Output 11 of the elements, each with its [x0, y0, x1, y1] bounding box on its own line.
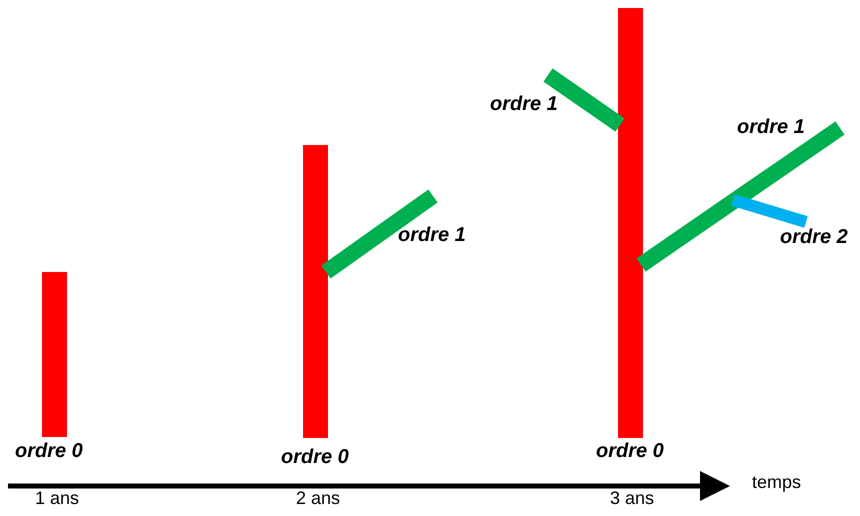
branch-order-label: ordre 1	[737, 116, 805, 138]
time-tick-label: 3 ans	[610, 489, 654, 509]
branch-order-label: ordre 0	[281, 446, 349, 468]
branch-order-label: ordre 1	[398, 224, 466, 246]
branch-order-label: ordre 2	[780, 226, 848, 248]
time-tick-label: 1 ans	[35, 489, 80, 509]
branch-order-label: ordre 1	[490, 93, 558, 115]
branch-order-label: ordre 0	[15, 440, 83, 462]
time-tick-label: 2 ans	[296, 489, 340, 509]
axis-label: temps	[752, 473, 802, 493]
branch-order-label: ordre 0	[596, 440, 664, 462]
